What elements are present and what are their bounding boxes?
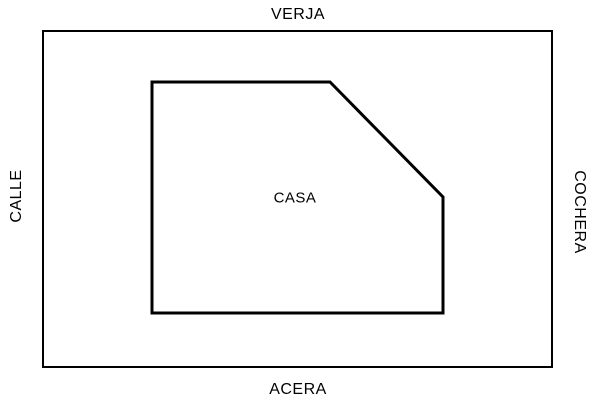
property-boundary-rect (42, 30, 553, 368)
label-verja: VERJA (270, 6, 326, 23)
label-acera: ACERA (269, 381, 327, 398)
label-casa: CASA (273, 189, 317, 207)
label-calle: CALLE (8, 169, 25, 223)
casa-polygon (150, 80, 445, 315)
label-cochera: COCHERA (571, 170, 588, 254)
